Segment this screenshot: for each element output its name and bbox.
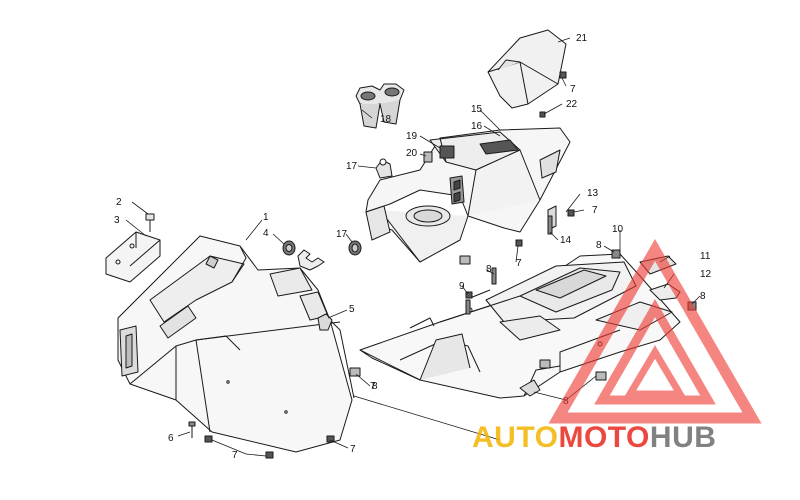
callout-7-e: 7 bbox=[570, 84, 576, 95]
callout-17-lower: 17 bbox=[336, 229, 348, 240]
callout-7-a: 7 bbox=[232, 450, 238, 461]
spring-clip bbox=[297, 249, 325, 271]
callout-7-b: 7 bbox=[350, 444, 356, 455]
callout-9: 9 bbox=[459, 281, 465, 292]
fastener-part-2 bbox=[145, 213, 155, 232]
callout-21: 21 bbox=[576, 33, 588, 44]
callout-1: 1 bbox=[263, 212, 269, 223]
callout-17-upper: 17 bbox=[346, 161, 358, 172]
cup-holder-part-18 bbox=[355, 83, 405, 129]
plug-part-17-small bbox=[348, 240, 362, 256]
callout-8-c: 8 bbox=[596, 240, 602, 251]
callout-14: 14 bbox=[560, 235, 572, 246]
callout-7-d: 7 bbox=[592, 205, 598, 216]
callout-6: 6 bbox=[168, 433, 174, 444]
callout-16: 16 bbox=[471, 121, 483, 132]
callout-18: 18 bbox=[380, 114, 392, 125]
bracket-part-3 bbox=[105, 231, 161, 283]
floor-pan bbox=[359, 253, 681, 399]
callout-8-b: 8 bbox=[486, 264, 492, 275]
grommet-part-4 bbox=[282, 240, 296, 256]
watermark-logo bbox=[548, 239, 762, 424]
screws-upper bbox=[459, 71, 697, 381]
callout-7-f: 7 bbox=[370, 381, 376, 392]
bracket-part-17-lower bbox=[365, 205, 391, 241]
callout-19: 19 bbox=[406, 131, 418, 142]
callout-22: 22 bbox=[566, 99, 578, 110]
lower-console-part-1 bbox=[117, 235, 355, 453]
callout-2: 2 bbox=[116, 197, 122, 208]
switch-parts-19-20 bbox=[423, 145, 455, 163]
watermark-text: AUTOMOTOHUB bbox=[472, 421, 716, 454]
callout-8-a: 8 bbox=[372, 381, 378, 392]
watermark-moto: MOTO bbox=[558, 421, 649, 454]
callout-3: 3 bbox=[114, 215, 120, 226]
watermark-hub: HUB bbox=[650, 421, 717, 454]
callout-8-d: 8 bbox=[700, 291, 706, 302]
callout-13: 13 bbox=[587, 188, 599, 199]
callout-5: 5 bbox=[349, 304, 355, 315]
callout-20: 20 bbox=[406, 148, 418, 159]
screws-lower bbox=[188, 421, 335, 459]
latch-part-17-upper bbox=[375, 158, 393, 179]
callout-7-c: 7 bbox=[516, 258, 522, 269]
callout-12: 12 bbox=[700, 269, 712, 280]
callout-15: 15 bbox=[471, 104, 483, 115]
watermark-triangle-icon bbox=[548, 239, 762, 424]
callout-10: 10 bbox=[612, 224, 624, 235]
callout-11: 11 bbox=[700, 251, 711, 262]
center-console-part-14 bbox=[365, 127, 571, 263]
watermark-auto: AUTO bbox=[472, 421, 558, 454]
callout-4: 4 bbox=[263, 228, 269, 239]
fastener-part-8-left bbox=[349, 367, 361, 377]
lid-part-21 bbox=[487, 29, 567, 109]
